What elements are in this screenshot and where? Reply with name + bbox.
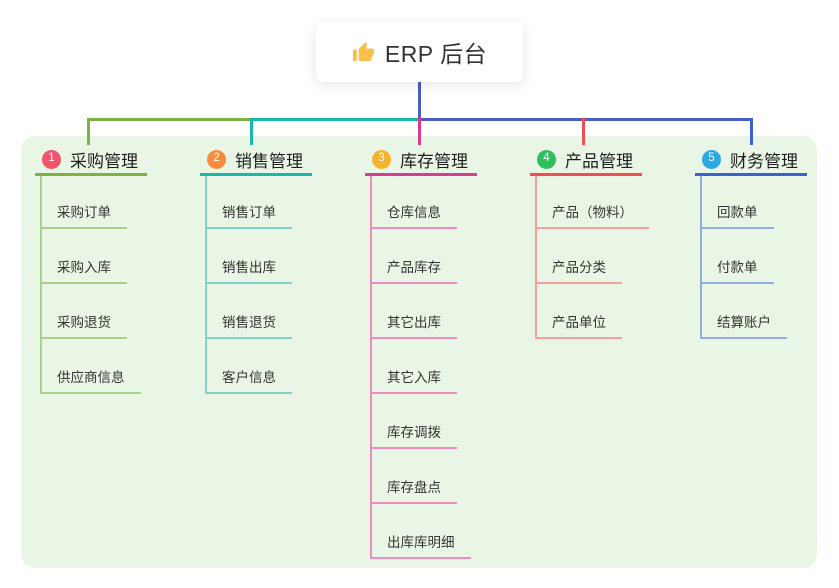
- leaf-node[interactable]: 客户信息: [205, 366, 292, 394]
- leaf-node[interactable]: 产品分类: [535, 256, 622, 284]
- leaf-node[interactable]: 结算账户: [700, 311, 787, 339]
- root-node[interactable]: ERP 后台: [316, 22, 523, 82]
- leaf-node[interactable]: 供应商信息: [40, 366, 141, 394]
- branch-inventory: 3 库存管理 仓库信息 产品库存 其它出库 其它入库 库存调拨 库存盘点 出库库…: [365, 145, 530, 559]
- branch-product: 4 产品管理 产品（物料） 产品分类 产品单位: [530, 145, 695, 339]
- leaf-node[interactable]: 付款单: [700, 256, 774, 284]
- branch-label: 销售管理: [235, 151, 303, 171]
- branch-header-purchase[interactable]: 1 采购管理: [35, 145, 147, 176]
- leaf-node[interactable]: 库存调拨: [370, 421, 457, 449]
- connector-root-drop: [418, 82, 421, 121]
- leaf-node[interactable]: 库存盘点: [370, 476, 457, 504]
- branch-label: 财务管理: [730, 151, 798, 171]
- leaf-node[interactable]: 销售出库: [205, 256, 292, 284]
- branch-child-rail: [370, 176, 372, 559]
- branch-number-badge: 3: [372, 149, 391, 169]
- branch-label: 采购管理: [70, 151, 138, 171]
- branch-finance: 5 财务管理 回款单 付款单 结算账户: [695, 145, 839, 339]
- branch-child-rail: [205, 176, 207, 394]
- connector-drop-branch-4: [582, 118, 585, 145]
- leaf-node[interactable]: 出库库明细: [370, 531, 471, 559]
- branch-label: 库存管理: [400, 151, 468, 171]
- branch-sales: 2 销售管理 销售订单 销售出库 销售退货 客户信息: [200, 145, 365, 394]
- leaf-node[interactable]: 产品单位: [535, 311, 622, 339]
- leaf-node[interactable]: 产品库存: [370, 256, 457, 284]
- connector-bus-right: [419, 118, 753, 121]
- branch-child-rail: [535, 176, 537, 339]
- connector-drop-branch-5: [750, 118, 753, 145]
- branch-header-product[interactable]: 4 产品管理: [530, 145, 642, 176]
- branch-header-sales[interactable]: 2 销售管理: [200, 145, 312, 176]
- branch-child-rail: [40, 176, 42, 394]
- branch-header-finance[interactable]: 5 财务管理: [695, 145, 807, 176]
- leaf-node[interactable]: 采购退货: [40, 311, 127, 339]
- leaf-node[interactable]: 回款单: [700, 201, 774, 229]
- connector-drop-branch-2: [250, 118, 253, 145]
- branch-child-rail: [700, 176, 702, 339]
- map-background-panel: [21, 136, 817, 568]
- connector-drop-branch-1: [87, 118, 90, 145]
- leaf-node[interactable]: 仓库信息: [370, 201, 457, 229]
- branch-number-badge: 5: [702, 149, 721, 169]
- branch-number-badge: 2: [207, 149, 226, 169]
- leaf-node[interactable]: 采购入库: [40, 256, 127, 284]
- thumbs-up-icon: [352, 41, 375, 64]
- leaf-node[interactable]: 其它入库: [370, 366, 457, 394]
- branch-header-inventory[interactable]: 3 库存管理: [365, 145, 477, 176]
- leaf-node[interactable]: 销售订单: [205, 201, 292, 229]
- root-node-label: ERP 后台: [384, 41, 488, 67]
- branch-label: 产品管理: [565, 151, 633, 171]
- leaf-node[interactable]: 采购订单: [40, 201, 127, 229]
- connector-bus-mid: [252, 118, 419, 121]
- connector-drop-branch-3: [418, 118, 421, 145]
- connector-bus-left: [88, 118, 252, 121]
- branch-number-badge: 1: [42, 149, 61, 169]
- leaf-node[interactable]: 其它出库: [370, 311, 457, 339]
- branch-number-badge: 4: [537, 149, 556, 169]
- leaf-node[interactable]: 销售退货: [205, 311, 292, 339]
- branch-purchase: 1 采购管理 采购订单 采购入库 采购退货 供应商信息: [35, 145, 200, 394]
- leaf-node[interactable]: 产品（物料）: [535, 201, 649, 229]
